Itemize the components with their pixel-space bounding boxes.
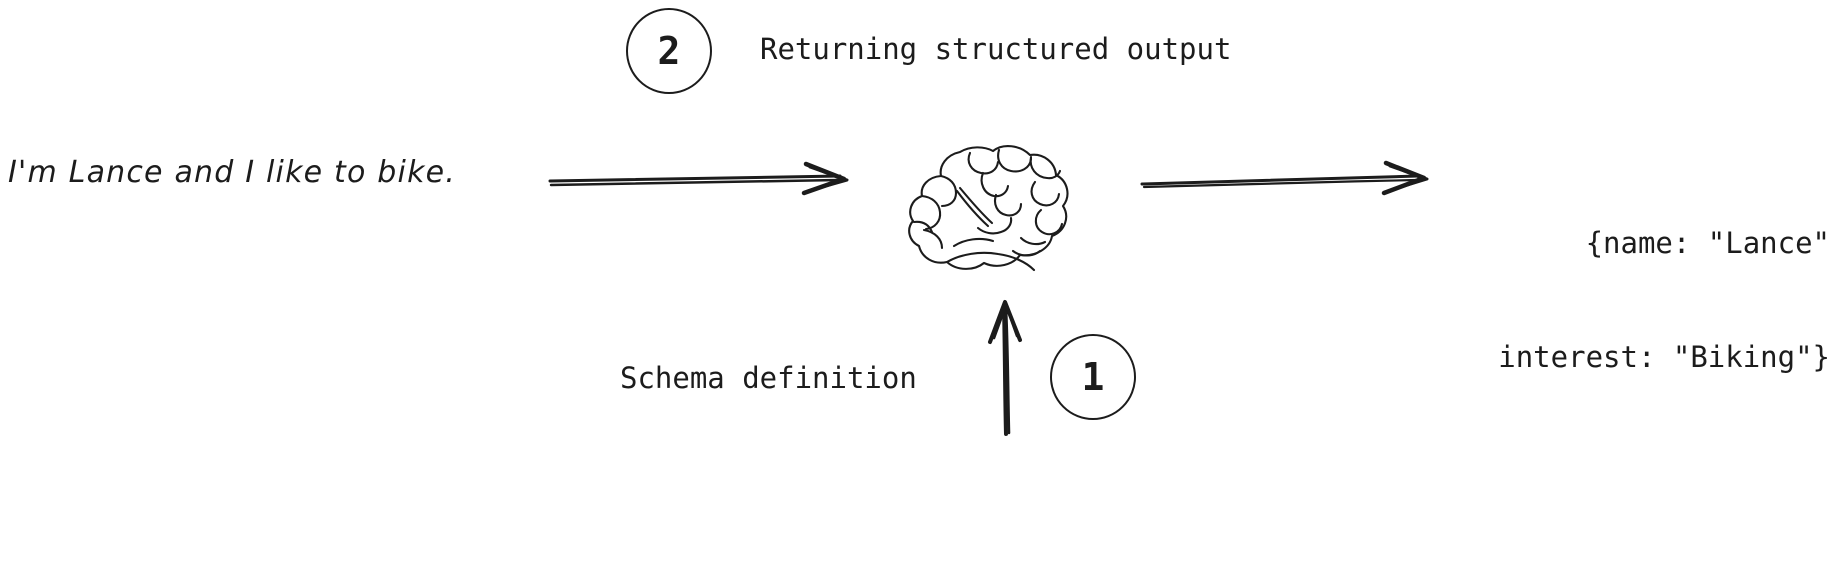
output-line-2: interest: "Biking"} (1498, 340, 1830, 374)
output-line-1: {name: "Lance" (1585, 226, 1830, 260)
step-2-label: Returning structured output (760, 32, 1232, 66)
step-1-badge: 1 (1050, 334, 1136, 420)
schema-detail-text: {name: "Person's name" interest: "Person… (608, 489, 1408, 566)
model-to-output-arrow (1140, 152, 1440, 212)
schema-definition-label: Schema definition (620, 361, 917, 395)
step-2-badge: 2 (626, 8, 712, 94)
input-text: I'm Lance and I like to bike. (8, 155, 457, 190)
brain-illustration (900, 138, 1085, 273)
step-1-number: 1 (1081, 355, 1105, 399)
input-to-model-arrow (548, 148, 868, 212)
schema-to-model-arrow (980, 296, 1036, 436)
output-text: {name: "Lance" interest: "Biking"} (1380, 148, 1830, 452)
step-2-number: 2 (657, 29, 681, 73)
